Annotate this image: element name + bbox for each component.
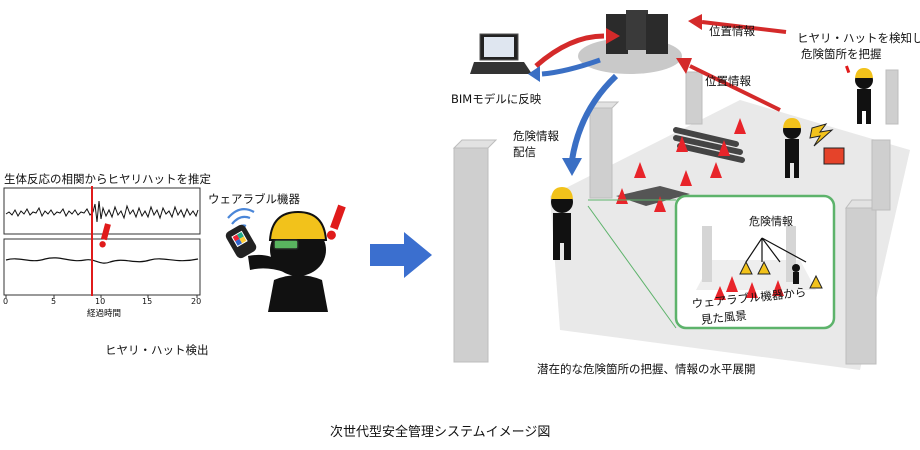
server-rack-icon: [578, 10, 682, 74]
worker-icon: [783, 118, 801, 178]
position-info-label: 位置情報: [705, 74, 751, 88]
arrow-to-server: [534, 33, 605, 68]
danger-distribution-label: 配信: [513, 145, 536, 159]
arrow-distribute: [569, 73, 619, 161]
x-tick-label: 5: [51, 297, 57, 306]
worker-icon: [792, 264, 800, 284]
exclamation-mark-icon: [326, 204, 346, 240]
x-tick-label: 10: [95, 297, 106, 306]
bottom-signal-panel: [3, 238, 201, 296]
inset-danger-label: 危険情報: [749, 215, 793, 228]
detect-label: ヒヤリ・ハットを検知し、: [797, 31, 920, 45]
concrete-pillar: [885, 69, 899, 125]
concrete-pillar: [685, 71, 703, 125]
motion-signal-line: [5, 257, 199, 264]
position-info-label: 位置情報: [709, 24, 755, 38]
wearable-device-label: ウェアラブル機器: [208, 192, 300, 206]
hard-hat-icon: [268, 210, 328, 241]
construction-site-illustration: [452, 10, 910, 370]
concrete-pillar: [452, 139, 498, 363]
worker-with-wearable-illustration: [225, 204, 346, 312]
safety-cone-icon: [714, 276, 784, 300]
worker-icon: [551, 187, 573, 260]
exclamation-mark-icon: [845, 65, 851, 74]
x-tick-label: 0: [3, 297, 9, 306]
detect-label: 危険箇所を把握: [801, 47, 882, 61]
arrow-position-1: [701, 20, 787, 34]
concrete-pillar: [871, 139, 891, 211]
danger-distribution-label: 危険情報: [513, 129, 559, 143]
exclamation-mark-icon: [99, 223, 111, 248]
steel-pipes: [673, 127, 745, 163]
worker-icon: [855, 68, 873, 124]
right-caption: 潜在的な危険箇所の把握、情報の水平展開: [537, 362, 756, 376]
laptop-icon: [470, 33, 532, 74]
x-tick-label: 15: [142, 297, 153, 306]
worker-body: [268, 275, 328, 312]
heart-signal-line: [5, 200, 199, 223]
biosignal-graph: [3, 186, 201, 298]
smartwatch-icon: [225, 224, 257, 259]
warning-sign-icon: [739, 260, 823, 289]
x-tick-label: 20: [191, 297, 202, 306]
arrow-to-bim: [541, 57, 601, 77]
graph-title: 生体反応の相関からヒヤリハットを推定: [4, 172, 211, 186]
x-axis-label: 経過時間: [87, 309, 122, 319]
flow-arrow-icon: [370, 232, 432, 278]
left-caption: ヒヤリ・ハット検出: [105, 343, 209, 357]
concrete-pillar: [588, 101, 620, 199]
smart-glasses-icon: [273, 239, 299, 250]
figure-caption: 次世代型安全管理システムイメージ図: [330, 425, 551, 440]
electric-hazard-icon: [809, 123, 845, 165]
x-axis-ticks: [5, 295, 198, 298]
bim-label: BIMモデルに反映: [451, 92, 542, 106]
floor-opening: [616, 186, 690, 206]
arrow-position-2: [689, 64, 781, 112]
